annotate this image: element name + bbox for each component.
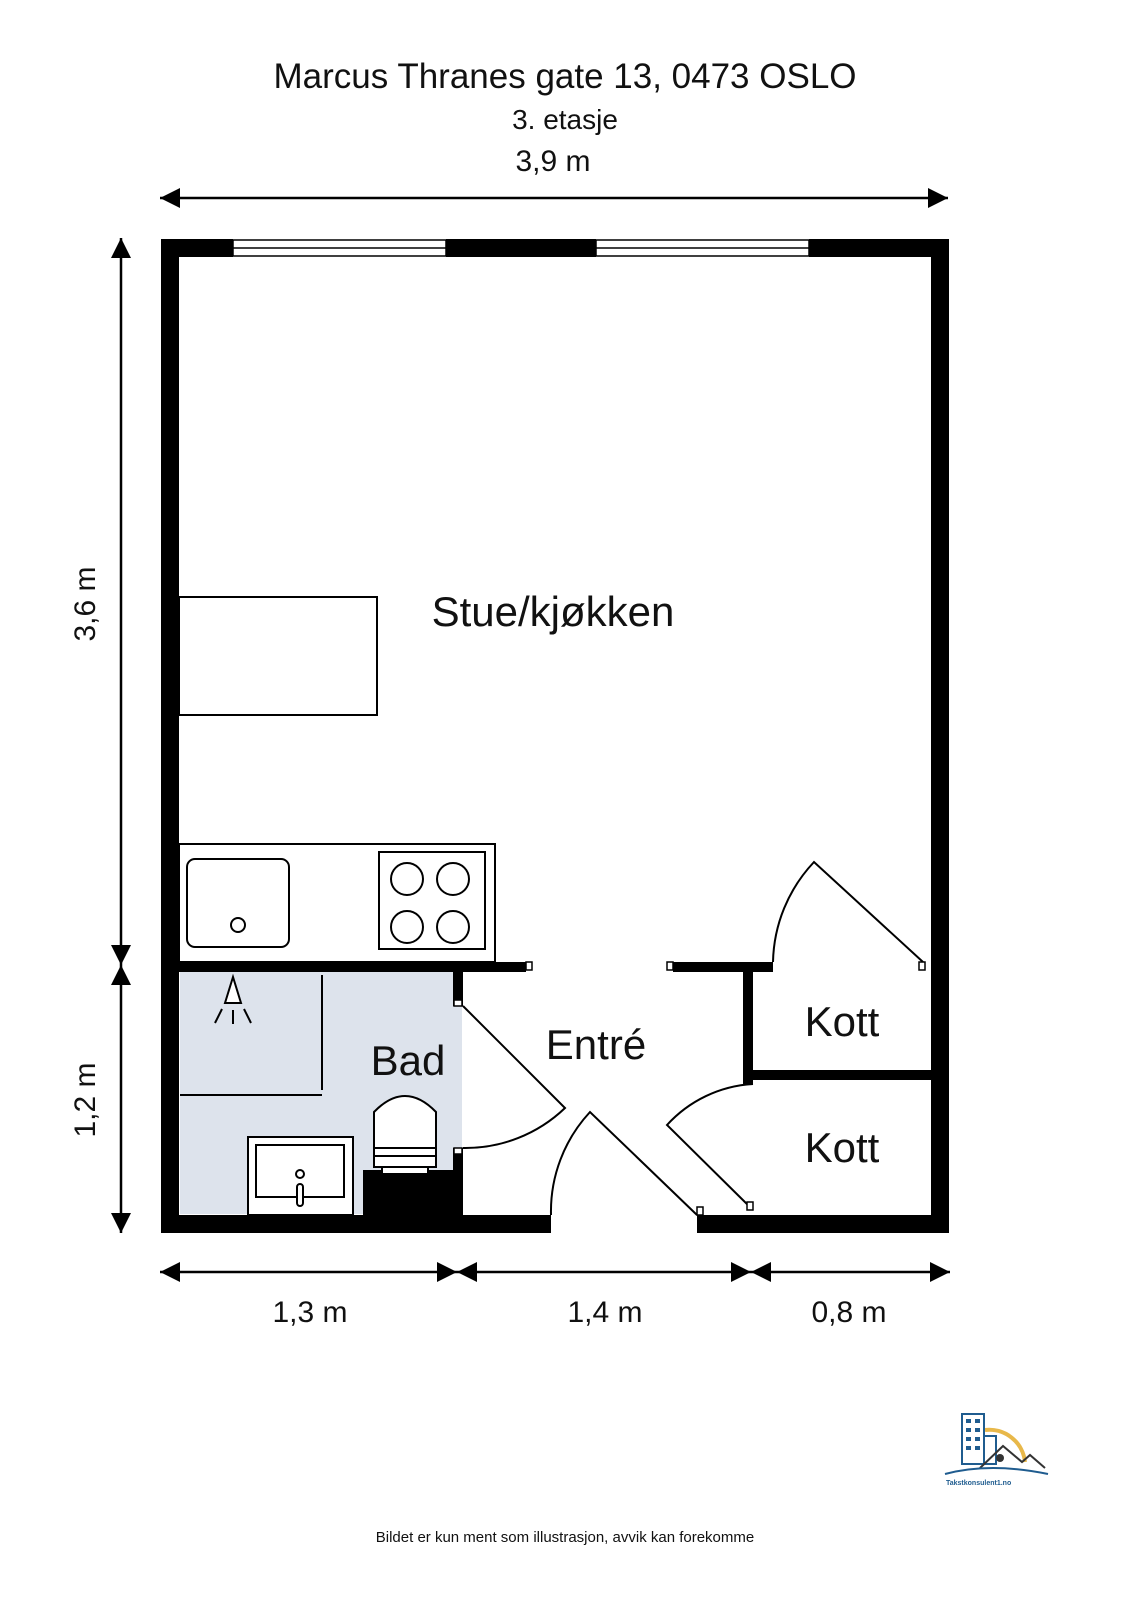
company-logo: Takstkonsulent1.no [944, 1413, 1049, 1487]
dimension-bottom-1: 1,3 m [272, 1296, 347, 1329]
burner [436, 862, 470, 896]
dimension-lines [111, 188, 950, 1282]
dimension-bottom-3: 0,8 m [811, 1296, 886, 1329]
toilet [373, 1095, 437, 1168]
dimension-bottom-2: 1,4 m [567, 1296, 642, 1329]
address-title: Marcus Thranes gate 13, 0473 OSLO [273, 57, 856, 96]
burner [390, 862, 424, 896]
disclaimer: Bildet er kun ment som illustrasjon, avv… [376, 1529, 754, 1546]
doors [462, 860, 924, 1216]
room-label-entrance: Entré [546, 1021, 646, 1068]
room-label-living-kitchen: Stue/kjøkken [432, 588, 675, 635]
door-bathroom [462, 1005, 567, 1150]
sun-icon [984, 1427, 1027, 1463]
interior-walls [179, 962, 931, 1215]
room-label-closet-lower: Kott [805, 1124, 880, 1171]
burner [390, 910, 424, 944]
room-label-closet-upper: Kott [805, 998, 880, 1045]
door-closet-lower [665, 1083, 754, 1211]
table [178, 596, 378, 716]
dimension-left-upper: 3,6 m [69, 566, 102, 641]
outer-walls [161, 239, 949, 1233]
burner [436, 910, 470, 944]
shower [180, 973, 323, 1096]
room-label-bathroom: Bad [371, 1037, 446, 1084]
shower-head-icon [223, 973, 243, 1004]
door-closet-upper [772, 860, 924, 963]
dimension-top: 3,9 m [515, 145, 590, 178]
sink-drain [230, 917, 246, 933]
svg-text:Takstkonsulent1.no: Takstkonsulent1.no [946, 1480, 1011, 1487]
floor-label: 3. etasje [512, 104, 618, 135]
furniture [178, 596, 496, 1216]
windows [232, 239, 810, 257]
kitchen-sink [186, 858, 290, 948]
dimension-left-lower: 1,2 m [69, 1062, 102, 1137]
door-posts [453, 961, 926, 1216]
door-entrance [549, 1110, 698, 1216]
house-roof-icon [979, 1444, 1046, 1469]
